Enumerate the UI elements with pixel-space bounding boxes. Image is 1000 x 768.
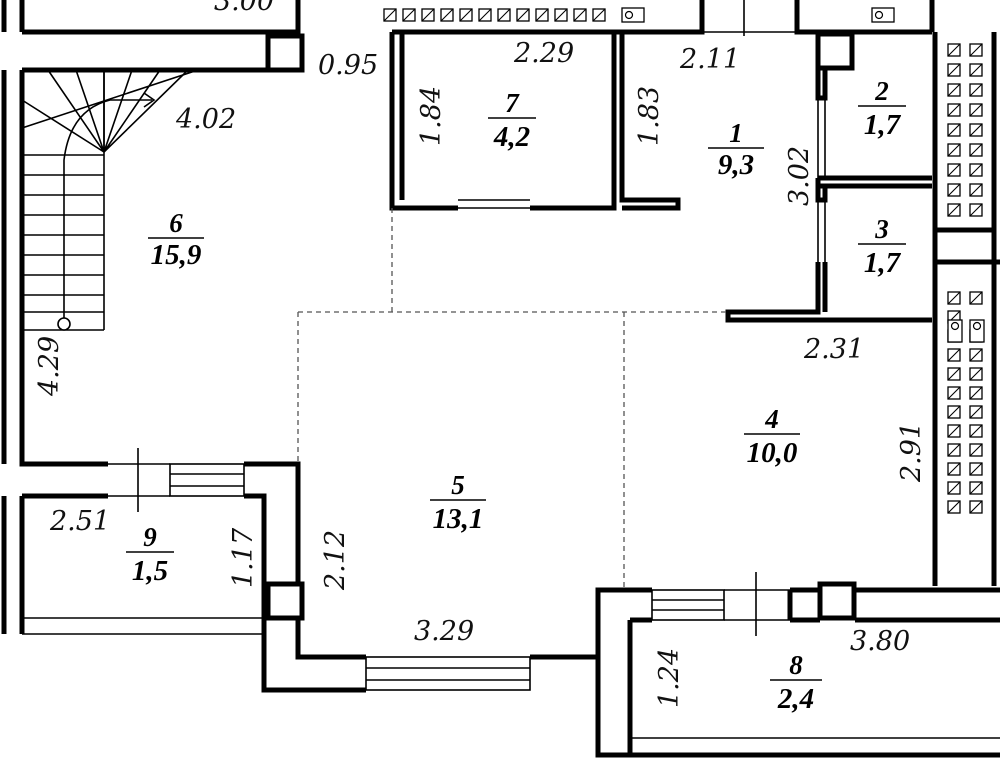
svg-text:13,1: 13,1	[433, 503, 484, 535]
room-8-label: 8 2,4	[770, 650, 822, 715]
room-4-label: 4 10,0	[744, 404, 800, 469]
svg-text:1,7: 1,7	[864, 247, 902, 279]
svg-text:9,3: 9,3	[718, 149, 754, 181]
staircase	[21, 69, 199, 331]
svg-text:9: 9	[143, 522, 157, 552]
windows	[108, 0, 826, 691]
dim-3-02: 3.02	[784, 146, 815, 206]
dim-1-17: 1.17	[228, 527, 259, 588]
svg-text:5: 5	[451, 470, 465, 500]
room-labels: 1 9,3 2 1,7 3 1,7 4 10,0 5 13,1 6 15,9	[126, 76, 906, 715]
dim-4-29: 4.29	[34, 336, 65, 397]
dim-3-29: 3.29	[414, 616, 474, 647]
dim-2-51: 2.51	[49, 506, 110, 537]
svg-text:8: 8	[789, 650, 803, 680]
dim-2-31: 2.31	[803, 334, 864, 365]
svg-text:2,4: 2,4	[777, 683, 814, 715]
svg-text:1: 1	[729, 118, 743, 148]
svg-text:6: 6	[169, 208, 183, 238]
svg-text:10,0: 10,0	[747, 437, 798, 469]
dim-2-11: 2.11	[679, 44, 740, 75]
svg-text:2: 2	[874, 76, 889, 106]
svg-text:4,2: 4,2	[493, 121, 530, 153]
columns	[265, 31, 857, 621]
dim-3-80: 3.80	[850, 626, 910, 657]
dim-1-24: 1.24	[654, 648, 685, 708]
room-5-label: 5 13,1	[430, 470, 486, 535]
shaft-symbols	[621, 7, 985, 343]
dim-2-12: 2.12	[320, 530, 351, 591]
room-7-label: 7 4,2	[488, 88, 536, 153]
dim-top-partial: 3.00	[214, 0, 274, 17]
room-2-label: 2 1,7	[858, 76, 906, 141]
svg-text:15,9: 15,9	[151, 239, 202, 271]
room-9-label: 9 1,5	[126, 522, 174, 587]
dim-2-91: 2.91	[896, 422, 927, 483]
dimensions: 3.00 0.95 2.29 2.11 4.02 1.84 1.83 3.02 …	[34, 0, 927, 708]
dim-1-83: 1.83	[634, 86, 665, 146]
room-6-label: 6 15,9	[148, 208, 204, 271]
svg-text:1,7: 1,7	[864, 109, 902, 141]
dim-4-02: 4.02	[175, 104, 236, 135]
ventilation-grid	[383, 8, 983, 514]
zone-lines	[297, 208, 728, 588]
dim-0-95: 0.95	[318, 50, 378, 81]
svg-text:4: 4	[764, 404, 779, 434]
svg-text:7: 7	[505, 88, 520, 118]
dim-1-84: 1.84	[416, 86, 447, 146]
dim-2-29: 2.29	[513, 38, 574, 69]
room-1-label: 1 9,3	[708, 118, 764, 181]
svg-text:1,5: 1,5	[132, 555, 168, 587]
room-3-label: 3 1,7	[858, 214, 906, 279]
svg-text:3: 3	[874, 214, 889, 244]
